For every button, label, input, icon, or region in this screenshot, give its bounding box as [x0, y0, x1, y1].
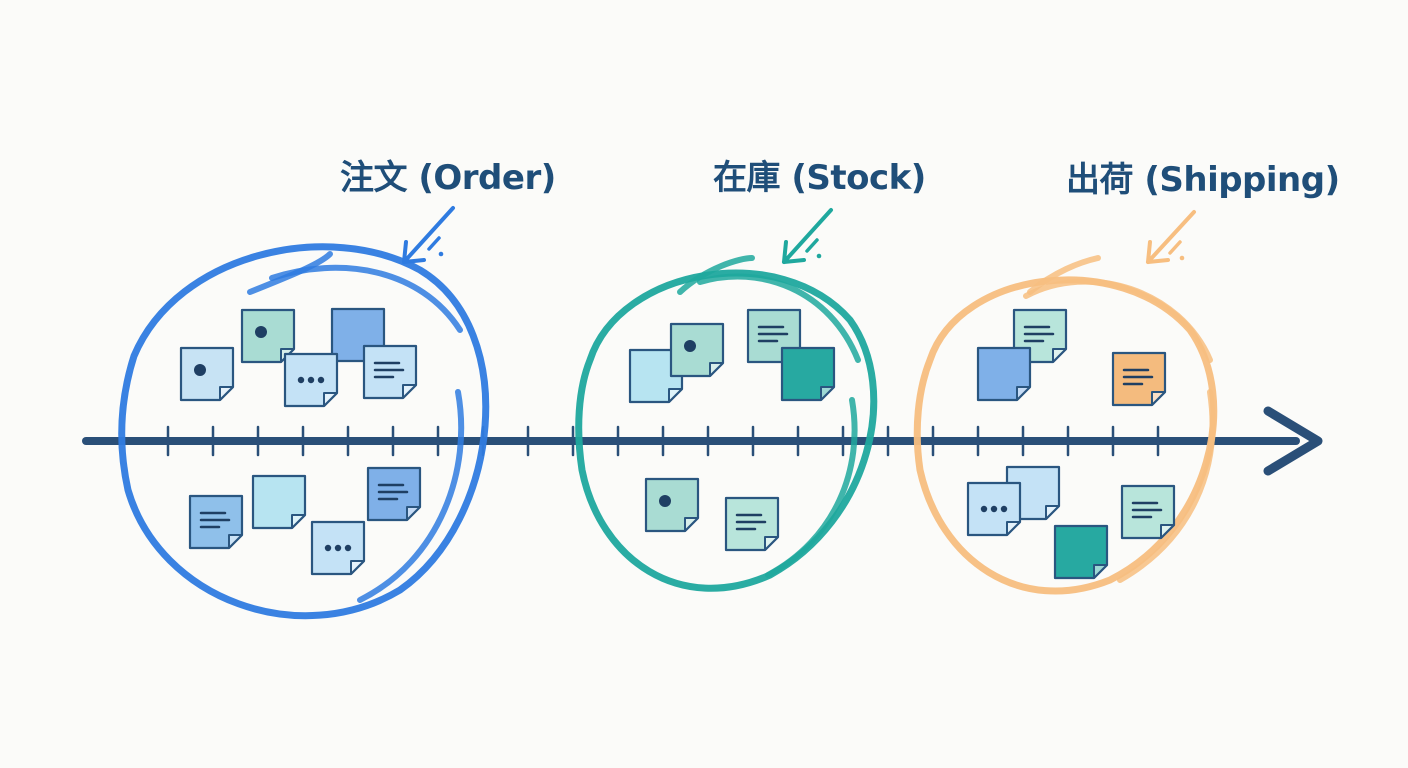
lines-icon	[735, 513, 767, 531]
lines-icon	[1023, 325, 1055, 343]
sketch-stroke	[269, 264, 463, 333]
sketch-stroke	[765, 397, 858, 578]
sticky-note	[644, 477, 700, 533]
sticky-note	[1053, 524, 1109, 580]
sticky-note	[1120, 484, 1176, 540]
sketch-stroke	[1027, 255, 1101, 295]
lines-icon	[377, 483, 409, 501]
cluster-circle-order	[118, 243, 490, 620]
sketch-stroke	[1117, 389, 1216, 583]
cluster-circle-stock	[575, 255, 878, 592]
sticky-note	[366, 466, 422, 522]
sketch-stroke	[575, 269, 878, 592]
sticky-note	[310, 520, 366, 576]
lines-icon	[1122, 368, 1154, 386]
arrow-right-icon	[1263, 406, 1323, 476]
sticky-note	[362, 344, 418, 400]
sketch-stroke	[1023, 278, 1213, 363]
cluster-label-stock: 在庫 (Stock)	[713, 158, 926, 198]
sketch-stroke	[697, 273, 861, 363]
sticky-note	[669, 322, 725, 378]
sticky-note	[724, 496, 780, 552]
ellipsis-icon	[324, 544, 352, 552]
sticky-note	[251, 474, 307, 530]
dot-icon	[255, 326, 267, 338]
lines-icon	[199, 511, 231, 529]
ellipsis-icon	[980, 505, 1008, 513]
dot-icon	[684, 340, 696, 352]
lines-icon	[1131, 501, 1163, 519]
cluster-label-order: 注文 (Order)	[340, 158, 556, 198]
sticky-note	[1111, 351, 1167, 407]
lines-icon	[757, 325, 789, 343]
arrow-down-left-icon	[782, 208, 833, 264]
cluster-order	[118, 206, 490, 620]
sketch-stroke	[118, 243, 490, 620]
lines-icon	[373, 361, 405, 379]
sticky-note	[976, 346, 1032, 402]
sketch-stroke	[677, 255, 755, 295]
arrow-down-left-icon	[402, 206, 455, 264]
cluster-stock	[575, 208, 878, 592]
timeline-axis	[82, 406, 1323, 476]
sticky-note	[188, 494, 244, 550]
sticky-note	[966, 481, 1022, 537]
ellipsis-icon	[297, 376, 325, 384]
dot-icon	[659, 495, 671, 507]
cluster-shipping	[913, 210, 1218, 595]
sticky-note	[780, 346, 836, 402]
arrow-down-left-icon	[1146, 210, 1196, 264]
sticky-note	[179, 346, 235, 402]
cluster-label-shipping: 出荷 (Shipping)	[1066, 160, 1340, 200]
dot-icon	[194, 364, 206, 376]
sticky-note	[283, 352, 339, 408]
cluster-circle-shipping	[913, 255, 1218, 595]
sketch-stroke	[357, 389, 465, 603]
